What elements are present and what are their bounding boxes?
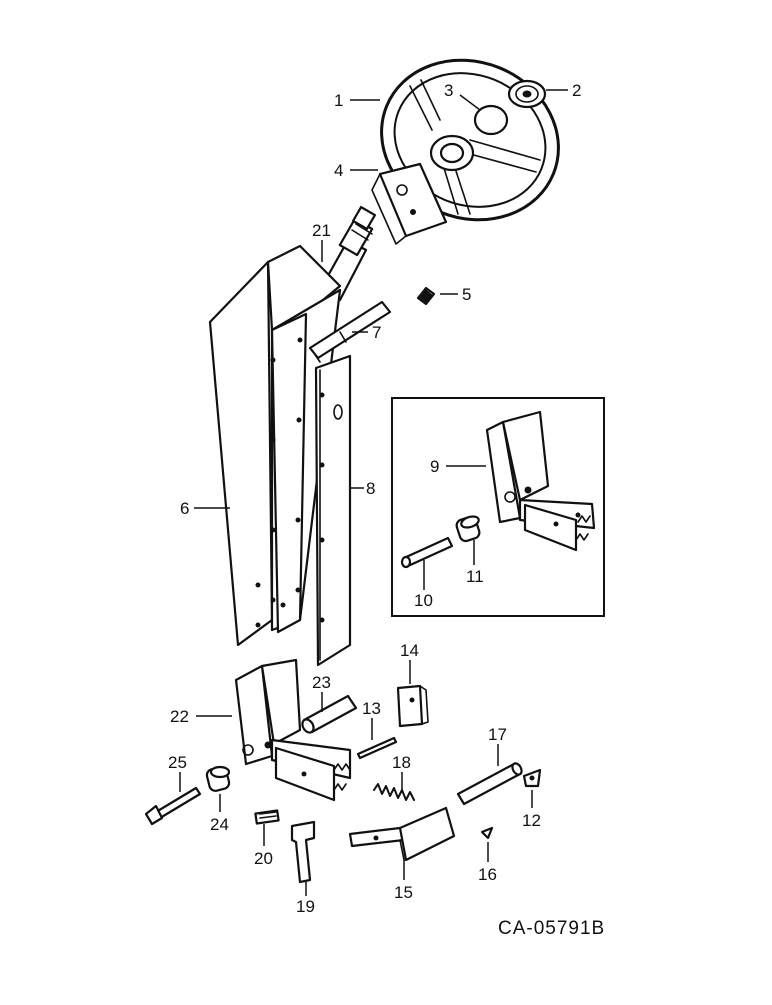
callout-10: 10 xyxy=(414,591,433,610)
callout-19: 19 xyxy=(296,897,315,916)
shaft xyxy=(456,762,523,806)
emblem-disc xyxy=(473,104,509,136)
clip xyxy=(522,768,542,788)
callout-8: 8 xyxy=(366,479,375,498)
inset-box xyxy=(391,397,605,617)
callout-24: 24 xyxy=(210,815,229,834)
pedal-arm xyxy=(290,820,316,884)
callout-11: 11 xyxy=(466,567,484,586)
callout-6: 6 xyxy=(180,499,189,518)
callout-labels: 1 2 3 4 5 6 7 8 9 10 11 12 13 14 15 16 1… xyxy=(168,81,581,916)
retainer xyxy=(480,826,494,840)
rear-panel xyxy=(314,354,352,667)
callout-18: 18 xyxy=(392,753,411,772)
bushing-inset xyxy=(455,515,481,543)
figure-code: CA-05791B xyxy=(498,918,605,939)
callout-4: 4 xyxy=(334,161,343,180)
spring xyxy=(373,783,415,801)
callout-16: 16 xyxy=(478,865,497,884)
plate xyxy=(396,684,429,728)
tilt-bracket-inset xyxy=(485,410,596,552)
callout-14: 14 xyxy=(400,641,419,660)
callout-12: 12 xyxy=(522,811,541,830)
pin-inset xyxy=(400,536,454,569)
bushing xyxy=(205,765,231,792)
callout-7: 7 xyxy=(372,323,381,342)
leader-lines xyxy=(179,89,568,896)
steering-wheel xyxy=(380,58,560,222)
callout-23: 23 xyxy=(312,673,331,692)
pedal-bracket xyxy=(348,806,456,862)
pedal-pad xyxy=(254,809,280,825)
callout-15: 15 xyxy=(394,883,413,902)
callout-20: 20 xyxy=(254,849,273,868)
grommet xyxy=(416,286,436,306)
callout-2: 2 xyxy=(572,81,581,100)
callout-1: 1 xyxy=(334,91,343,110)
bolt xyxy=(144,786,202,826)
callout-17: 17 xyxy=(488,725,507,744)
callout-13: 13 xyxy=(362,699,381,718)
callout-21: 21 xyxy=(312,221,331,240)
callout-3: 3 xyxy=(444,81,453,100)
support-strap xyxy=(308,300,392,363)
callout-9: 9 xyxy=(430,457,439,476)
tilt-bracket xyxy=(234,658,352,802)
callout-5: 5 xyxy=(462,285,471,304)
cap xyxy=(507,79,547,109)
tube xyxy=(301,694,358,734)
callout-22: 22 xyxy=(170,707,189,726)
column-bracket xyxy=(371,162,448,245)
callout-25: 25 xyxy=(168,753,187,772)
rod xyxy=(356,736,398,760)
